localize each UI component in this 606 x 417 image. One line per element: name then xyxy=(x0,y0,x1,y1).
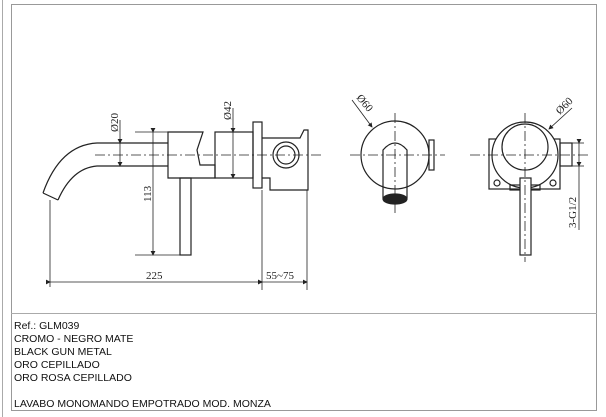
finish-3: ORO CEPILLADO xyxy=(14,359,100,371)
handle xyxy=(179,177,192,256)
finish-2: BLACK GUN METAL xyxy=(14,346,112,358)
title-block-divider xyxy=(11,313,597,314)
finish-4: ORO ROSA CEPILLADO xyxy=(14,372,132,384)
reference: Ref.: GLM039 xyxy=(14,320,80,332)
side-view: Ø20 Ø42 113 225 55~75 xyxy=(42,101,322,290)
dim-wall-depth: 55~75 xyxy=(266,270,294,282)
valve-box xyxy=(262,129,309,191)
dim-connections: 3-G1/2 xyxy=(567,197,579,228)
front-view: Ø60 xyxy=(350,92,445,215)
dim-front-plate-diameter: Ø60 xyxy=(354,92,376,115)
page-edge xyxy=(2,0,3,417)
dim-back-plate-diameter: Ø60 xyxy=(554,95,576,117)
product-description: LAVABO MONOMANDO EMPOTRADO MOD. MONZA xyxy=(14,398,271,410)
spout-front xyxy=(382,142,408,198)
dim-handle-height: 113 xyxy=(142,185,154,202)
body xyxy=(167,131,216,179)
drawing-frame xyxy=(11,4,597,411)
finish-1: CROMO - NEGRO MATE xyxy=(14,333,134,345)
handle-front xyxy=(519,177,532,256)
dim-body-diameter: Ø42 xyxy=(222,101,234,120)
rear-view: Ø60 3-G1/2 xyxy=(470,95,590,262)
dim-spout-diameter: Ø20 xyxy=(109,113,121,132)
dim-projection: 225 xyxy=(146,270,163,282)
spout xyxy=(42,142,168,201)
